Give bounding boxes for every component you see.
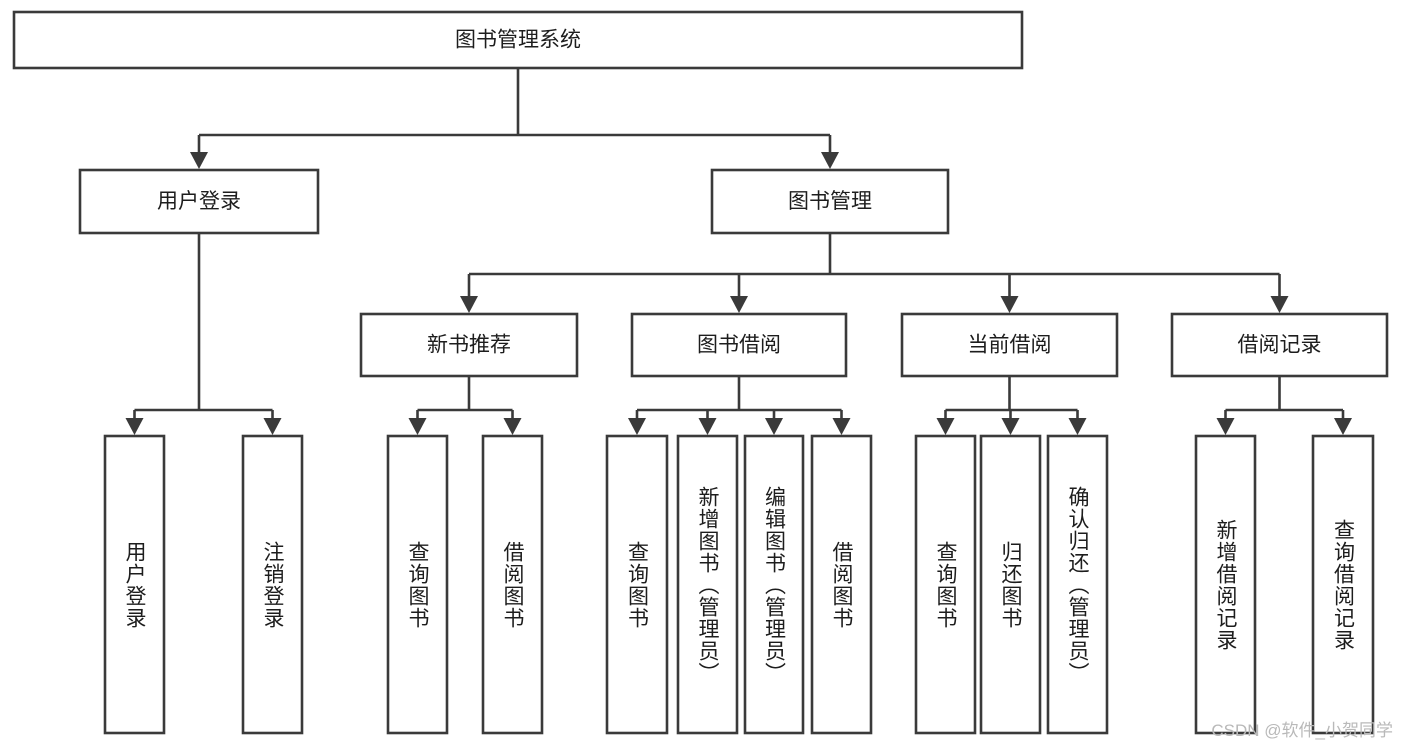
node-leaf-add-book[interactable]: [676, 434, 739, 735]
arrow-head-icon: [460, 296, 478, 313]
arrow-head-icon: [821, 152, 839, 169]
arrow-head-icon: [832, 418, 851, 435]
arrow-head-icon: [1000, 296, 1019, 313]
node-root-label: 图书管理系统: [455, 29, 581, 52]
watermark-text: CSDN @软件_小贺同学: [1211, 721, 1393, 740]
node-leaf-borrow-book[interactable]: [810, 434, 873, 735]
node-user-login[interactable]: [78, 168, 320, 235]
arrow-head-icon: [1216, 418, 1235, 435]
arrow-head-icon: [765, 418, 783, 435]
arrow-head-icon: [263, 418, 282, 435]
node-leaf-user-logout[interactable]: [241, 434, 304, 735]
arrow-head-icon: [698, 418, 717, 435]
node-new-book-rec[interactable]: [359, 312, 579, 378]
node-leaf-user-login[interactable]: [103, 434, 166, 735]
node-current-borrow[interactable]: [900, 312, 1119, 378]
arrow-head-icon: [1068, 418, 1087, 435]
node-borrow-record[interactable]: [1170, 312, 1389, 378]
node-leaf-add-record[interactable]: [1194, 434, 1257, 735]
node-book-manage[interactable]: [710, 168, 950, 235]
arrow-head-icon: [408, 418, 427, 435]
node-boxes-layer: [12, 10, 1389, 735]
node-leaf-confirm-return[interactable]: [1046, 434, 1109, 735]
node-leaf-query-book-cur[interactable]: [914, 434, 977, 735]
arrow-head-icon: [1334, 418, 1352, 435]
node-borrow-record-label: 借阅记录: [1238, 334, 1322, 357]
node-book-manage-label: 图书管理: [788, 190, 872, 213]
arrow-head-icon: [730, 296, 748, 313]
node-leaf-edit-book[interactable]: [743, 434, 805, 735]
node-root[interactable]: [12, 10, 1024, 70]
arrow-head-icon: [936, 418, 955, 435]
arrow-head-icon: [125, 418, 144, 435]
node-book-borrow[interactable]: [630, 312, 848, 378]
node-leaf-query-book-rec[interactable]: [386, 434, 449, 735]
node-book-borrow-label: 图书借阅: [697, 334, 781, 357]
connectors-layer: [125, 68, 1352, 435]
node-leaf-borrow-book-rec[interactable]: [481, 434, 544, 735]
arrow-head-icon: [190, 152, 208, 169]
node-user-login-label: 用户登录: [157, 190, 241, 213]
arrow-head-icon: [1001, 418, 1020, 435]
node-leaf-query-book[interactable]: [605, 434, 669, 735]
node-leaf-return-book[interactable]: [979, 434, 1042, 735]
arrow-head-icon: [503, 418, 522, 435]
arrow-head-icon: [628, 418, 646, 435]
arrow-head-icon: [1270, 296, 1289, 313]
node-current-borrow-label: 当前借阅: [968, 334, 1052, 357]
node-new-book-rec-label: 新书推荐: [427, 334, 511, 357]
node-leaf-query-record[interactable]: [1311, 434, 1375, 735]
